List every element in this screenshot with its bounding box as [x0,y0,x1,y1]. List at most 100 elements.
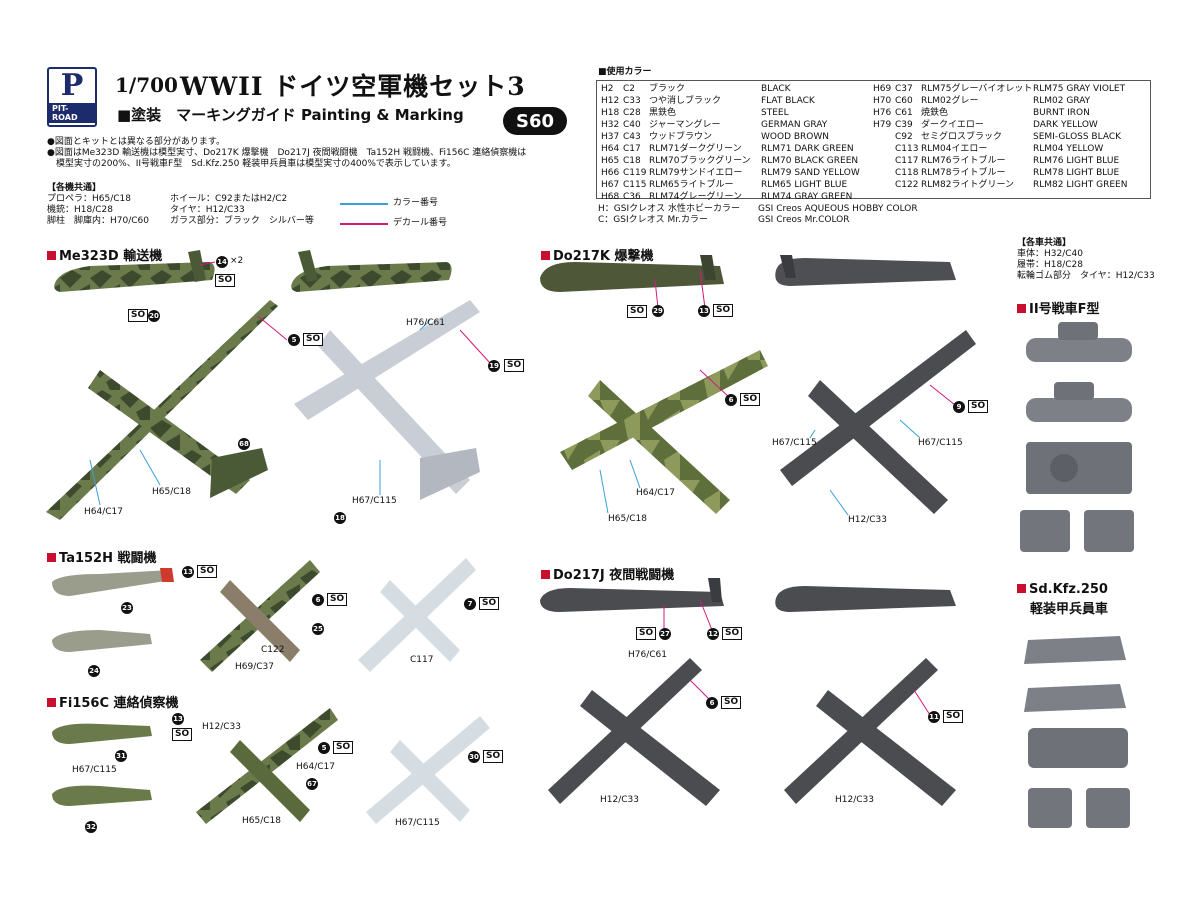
color-name-en: FLAT BLACK [761,96,815,106]
kit-code-badge: S60 [503,107,567,135]
fi156-bottom-light [366,716,490,824]
hobby-color-code: H76 [873,108,892,118]
pz2-front [1020,510,1070,552]
color-callout: H67/C115 [352,496,397,506]
so-marker: SO [504,359,525,372]
so-marker: SO [197,565,218,578]
color-name-jp: ブラック [649,84,686,94]
decal-number: 23 [121,602,133,614]
color-number-legend: カラー番号 [393,198,439,208]
do217j-top-1 [548,658,720,806]
decal-number: 13 [172,713,184,725]
color-name-jp: RLM82ライトグリーン [921,180,1015,190]
color-name-jp: RLM74グレーグリーン [649,192,743,202]
color-callout: H67/C115 [72,765,117,775]
color-name-jp: RLM79サンドイエロー [649,168,743,178]
color-name-jp: RLM75グレーバイオレット [921,84,1033,94]
decal-number: 20 [148,310,160,322]
color-callout: H67/C115 [395,818,440,828]
color-callout: H12/C33 [848,515,887,525]
color-name-en: WOOD BROWN [761,132,830,142]
do217k-top-camo [560,350,768,514]
hobby-color-code: H12 [601,96,620,106]
fi156-top-camo [196,708,338,824]
decal-number: 29 [652,305,664,317]
ta152-side-1 [52,568,174,596]
decal-number: 30 [468,751,480,763]
common-aircraft-line: ガラス部分：ブラック シルバー等 [170,216,314,226]
section-do217k: Do217K 爆撃機 [541,245,653,264]
me323-top-view-light [294,300,480,500]
color-callout: H65/C18 [242,816,281,826]
color-callout: H65/C18 [152,487,191,497]
mr-color-code: C61 [895,108,913,118]
color-callout: H12/C33 [600,795,639,805]
note-line: 模型実寸の200%、II号戦車F型 Sd.Kfz.250 軽装甲兵員車は模型実寸… [47,159,456,169]
hobby-color-code: H70 [873,96,892,106]
decal-number-legend: デカール番号 [393,218,448,228]
hobby-color-code: H66 [601,168,620,178]
so-marker: SO [722,627,743,640]
color-callout: H67/C115 [772,438,817,448]
color-callout: H76/C61 [628,650,667,660]
section-sdkfz250: Sd.Kfz.250 [1017,582,1108,597]
mr-color-code: C113 [895,144,919,154]
footnote-jp: C：GSIクレオス Mr.カラー [598,215,708,225]
decal-number: 27 [659,628,671,640]
color-table-title: ■使用カラー [598,67,652,77]
section-ta152: Ta152H 戦闘機 [47,547,157,566]
sdkfz-front [1028,788,1072,828]
color-callout: H12/C33 [835,795,874,805]
color-name-jp: ジャーマングレー [649,120,721,130]
ta152-side-2 [52,630,152,652]
color-name-en: RLM74 GRAY GREEN [761,192,853,202]
color-name-en: RLM76 LIGHT BLUE [1033,156,1120,166]
do217j-top-2 [784,658,956,806]
decal-number: 6 [312,594,324,606]
color-name-en: RLM70 BLACK GREEN [761,156,859,166]
so-marker: SO [483,750,504,763]
color-callout: H64/C17 [84,507,123,517]
sdkfz-side-2 [1024,684,1126,712]
decal-multiplier: ×2 [230,256,244,266]
color-callout: H76/C61 [406,318,445,328]
kit-title: WWII ドイツ空軍機セット3 [180,72,526,101]
logo-mark: P [60,68,84,103]
common-vehicle-title: 【各車共通】 [1017,238,1072,248]
decal-number: 18 [334,512,346,524]
decal-number: 12 [707,628,719,640]
color-callout: H67/C115 [918,438,963,448]
footnote-en: GSI Creos Mr.COLOR [758,215,850,225]
hobby-color-code: H65 [601,156,620,166]
mr-color-code: C40 [623,120,641,130]
hobby-color-code: H37 [601,132,620,142]
hobby-color-code: H67 [601,180,620,190]
so-marker: SO [636,627,657,640]
color-name-en: RLM75 GRAY VIOLET [1033,84,1126,94]
common-vehicle-line: 履帯：H18/C28 [1017,260,1083,270]
color-callout: H64/C17 [296,762,335,772]
section-fi156: Fi156C 連絡偵察機 [47,692,179,711]
mr-color-code: C17 [623,144,641,154]
decal-number: 5 [318,742,330,754]
pz2-side-1 [1026,322,1132,362]
note-line: ●図面はMe323D 輸送機は模型実寸、Do217K 爆撃機 Do217J 夜間… [47,148,527,158]
logo-text: PIT-ROAD [49,103,95,123]
color-callout: H69/C37 [235,662,274,672]
so-marker: SO [215,274,236,287]
mr-color-code: C118 [895,168,919,178]
color-name-jp: RLM65ライトブルー [649,180,734,190]
color-name-jp: ウッドブラウン [649,132,713,142]
brand-logo: P PIT-ROAD [47,67,97,127]
decal-number: 13 [182,566,194,578]
so-marker: SO [713,304,734,317]
